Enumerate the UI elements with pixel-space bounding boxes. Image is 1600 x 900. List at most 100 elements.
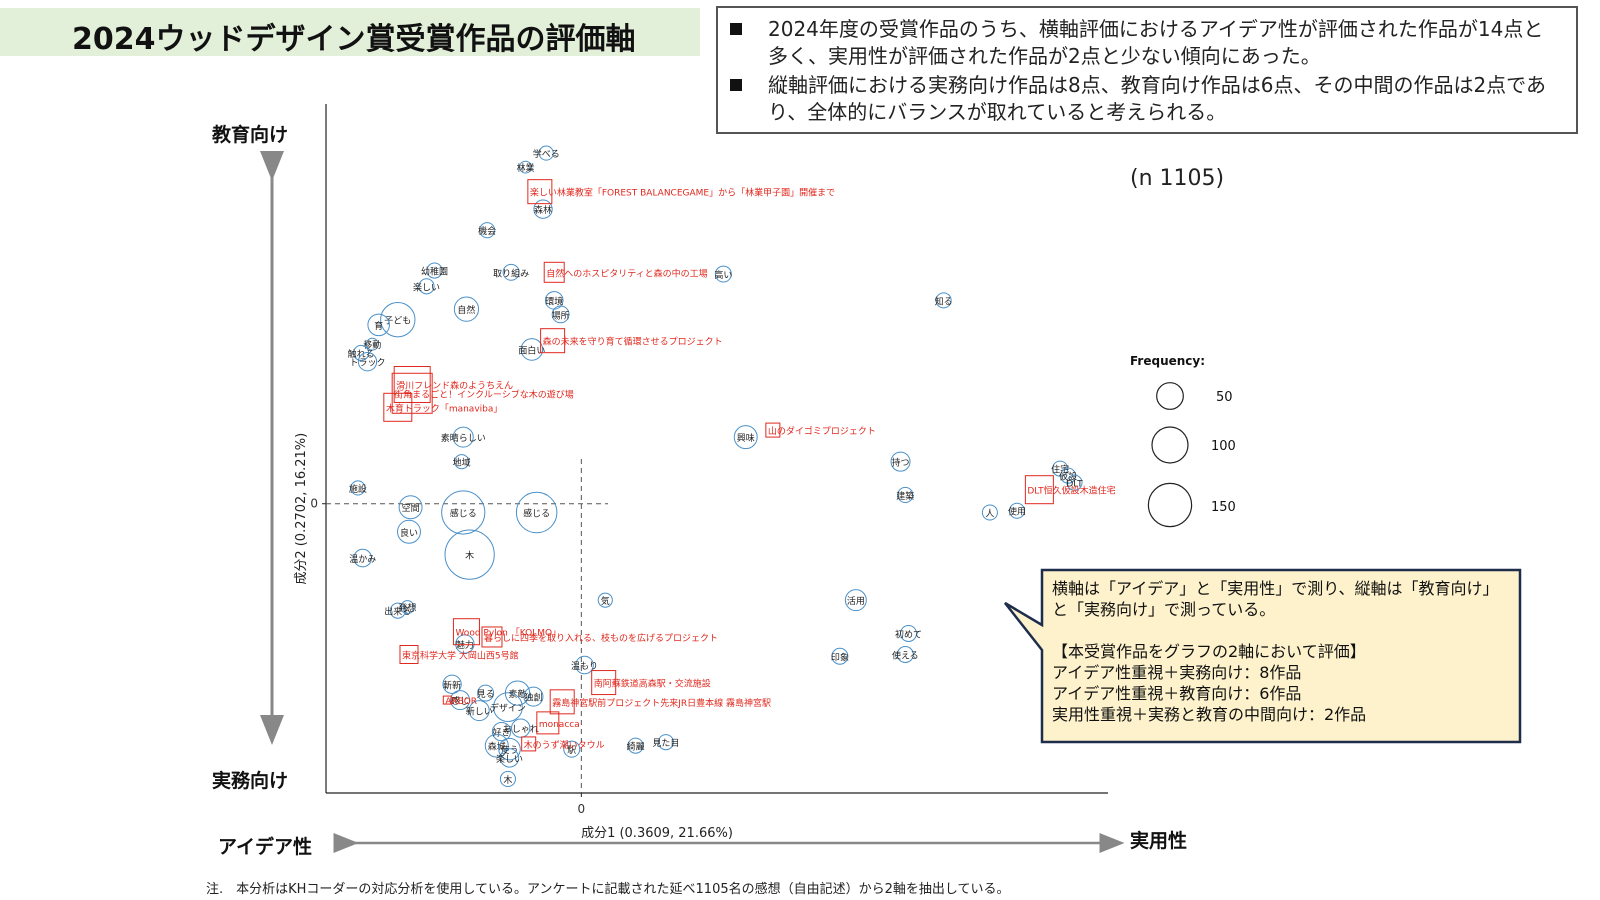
work-label: 暮らしに四季を取り入れる、枝ものを広げるプロジェクト	[484, 632, 718, 644]
word-point	[844, 589, 867, 612]
word-label: 幼稚園	[421, 266, 448, 278]
word-label: 良い	[400, 527, 418, 539]
word-point	[468, 700, 490, 722]
work-point	[543, 261, 565, 283]
word-point	[515, 491, 558, 534]
word-point	[491, 721, 512, 742]
frequency-legend-circle	[1147, 482, 1193, 528]
word-point	[551, 305, 570, 324]
word-label: 感じ	[451, 695, 469, 707]
work-label: 街角まるごと！インクルーシブな木の遊び場	[394, 388, 574, 400]
word-point	[353, 548, 372, 568]
axis-word-education: 教育向け	[212, 124, 289, 146]
word-label: 感じる	[523, 507, 550, 519]
axis-word-practicality: 実用性	[1130, 830, 1188, 852]
work-label: DLT恒久仮設木造住宅	[1027, 485, 1115, 497]
summary-box: 2024年度の受賞作品のうち、横軸評価におけるアイデア性が評価された作品が14点…	[716, 6, 1578, 134]
word-point	[398, 495, 423, 520]
word-label: 気	[601, 595, 610, 607]
word-label: 面白い	[518, 344, 545, 356]
word-point	[450, 690, 471, 711]
word-label: 出来る	[384, 606, 411, 618]
word-point	[533, 199, 553, 219]
word-point	[981, 504, 998, 521]
word-point	[441, 490, 486, 535]
callout-line: アイデア性重視＋教育向け：6作品	[1052, 684, 1302, 703]
axis-word-practical-work: 実務向け	[212, 770, 289, 792]
work-label: 楽しい林業教室「FOREST BALANCEGAME」から「林業甲子園」開催まで	[530, 187, 835, 199]
work-label: ARBOR	[445, 697, 477, 707]
word-label: 好き	[493, 727, 511, 739]
word-point	[454, 454, 470, 470]
word-label: 使用	[1008, 506, 1026, 518]
word-label: 木	[465, 550, 474, 562]
word-point	[350, 480, 366, 496]
word-point	[733, 425, 758, 450]
word-point	[900, 624, 917, 642]
callout-text: 横軸は「アイデア」と「実用性」で測り、縦軸は「教育向け」と「実務向け」で測ってい…	[1052, 578, 1512, 725]
word-point	[502, 263, 520, 281]
x-axis-title: 成分1 (0.3609, 21.66%)	[581, 826, 733, 841]
word-label: 建築	[896, 490, 914, 502]
word-point	[890, 451, 911, 472]
work-label: 霧島神宮駅前プロジェクト先来JR日豊本線 霧島神宮駅	[552, 697, 771, 709]
work-point	[540, 328, 566, 354]
word-label: 素晴らしい	[441, 432, 486, 444]
frequency-legend-circle	[1156, 382, 1184, 410]
word-label: 高い	[714, 269, 732, 281]
y-tick-label: 0	[310, 497, 318, 511]
word-label: 持つ	[892, 457, 910, 469]
word-label: 素敵	[509, 688, 527, 700]
square-bullet-icon	[730, 23, 742, 35]
word-point	[520, 338, 544, 361]
work-label: 滑川フレンド森のようちえん	[396, 380, 513, 392]
word-label: DLT	[1066, 480, 1083, 490]
square-bullet-icon	[730, 79, 742, 91]
word-label: 温もり	[571, 661, 598, 672]
callout-line	[1052, 620, 1512, 641]
work-point	[442, 695, 452, 705]
word-point	[1066, 474, 1083, 491]
axis-word-idea: アイデア性	[218, 836, 313, 858]
word-label: 楽しい	[496, 753, 523, 765]
word-point	[627, 737, 644, 754]
work-point	[549, 689, 575, 715]
word-label: 新しい	[466, 706, 493, 718]
callout-line: 【本受賞作品をグラフの2軸において評価】	[1052, 642, 1366, 661]
frequency-legend-circle	[1151, 426, 1189, 464]
word-label: 森城	[488, 741, 506, 753]
word-point	[523, 686, 544, 707]
work-label: 南阿蘇鉄道高森駅・交流施設	[594, 678, 711, 690]
work-label: 森の未来を守り育て循環させるプロジェクト	[543, 336, 723, 348]
work-point	[481, 626, 503, 648]
word-label: 楽しい	[413, 281, 440, 293]
word-label: 印象	[831, 651, 849, 663]
word-label: 知る	[935, 295, 953, 307]
title-band	[0, 8, 700, 56]
word-point	[365, 337, 379, 351]
work-point	[765, 422, 781, 438]
word-label: 温かみ	[349, 554, 376, 565]
work-label: 木のうず潮いタウル	[524, 739, 605, 751]
word-label: 木	[503, 774, 512, 786]
word-point	[479, 222, 496, 239]
word-point	[357, 352, 378, 372]
y-axis-title: 成分2 (0.2702, 16.21%)	[294, 433, 309, 585]
word-point	[499, 748, 520, 768]
direction-arrows	[260, 151, 1125, 853]
word-point	[418, 278, 435, 295]
callout-line: 実用性重視＋実務と教育の中間向け：2作品	[1052, 705, 1367, 724]
word-label: 発想	[398, 602, 416, 614]
word-point	[442, 674, 462, 694]
summary-item: 縦軸評価における実務向け作品は8点、教育向け作品は6点、その中間の作品は2点であ…	[730, 72, 1560, 126]
frequency-legend-title: Frequency:	[1130, 354, 1206, 368]
word-label: 活用	[847, 595, 865, 607]
word-label: 触れる	[348, 348, 375, 360]
word-label: おしゃれ	[503, 724, 539, 735]
word-point	[563, 740, 581, 758]
word-label: 子ども	[384, 316, 411, 327]
word-label: 人	[985, 508, 994, 519]
word-label: 仮設	[1059, 471, 1077, 483]
word-label: 独創	[524, 692, 542, 704]
